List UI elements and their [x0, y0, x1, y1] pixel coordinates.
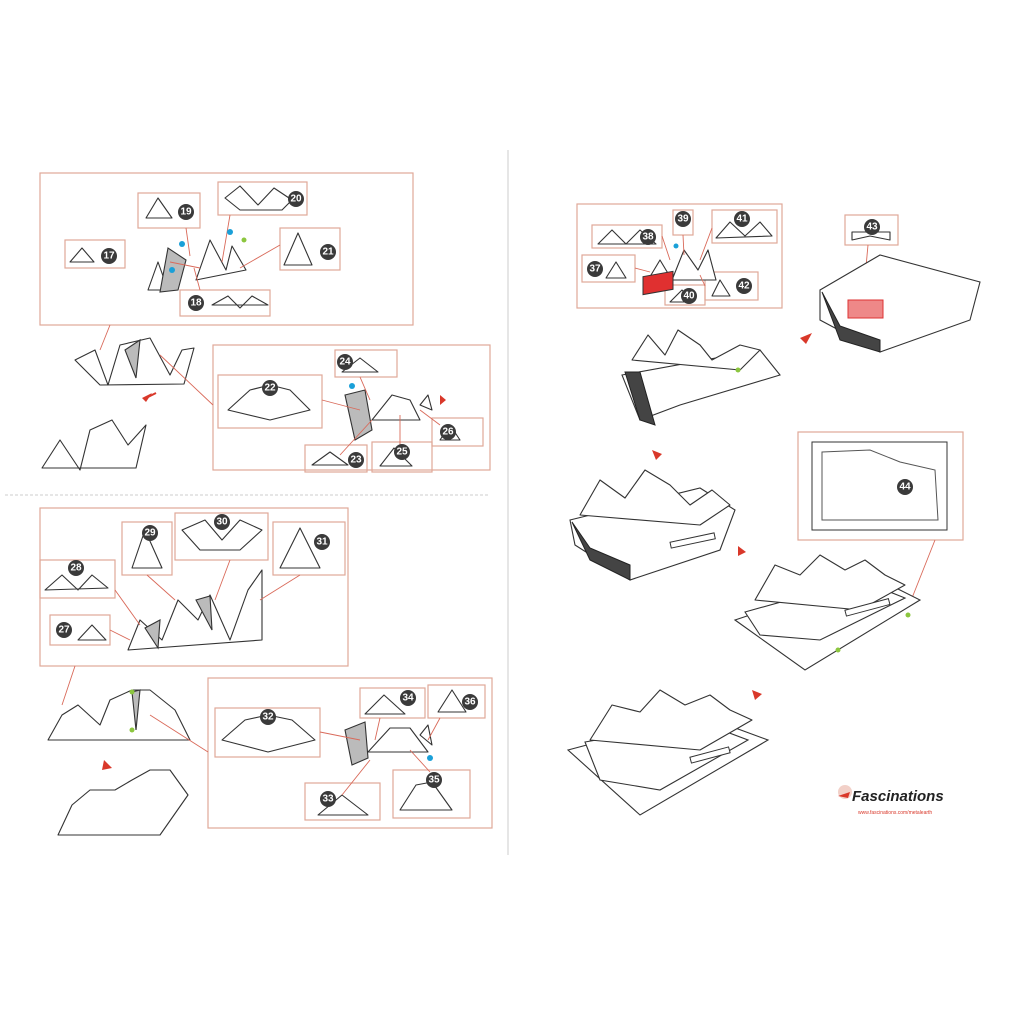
- svg-text:27: 27: [58, 625, 70, 636]
- step-number-41: 41: [734, 211, 750, 227]
- svg-text:30: 30: [216, 517, 228, 528]
- svg-text:24: 24: [339, 357, 351, 368]
- step-number-23: 23: [348, 452, 364, 468]
- svg-text:26: 26: [442, 427, 454, 438]
- step-number-26: 26: [440, 424, 456, 440]
- svg-text:29: 29: [144, 528, 156, 539]
- step-number-20: 20: [288, 191, 304, 207]
- svg-text:34: 34: [402, 693, 414, 704]
- svg-text:39: 39: [677, 214, 689, 225]
- step-number-35: 35: [426, 772, 442, 788]
- svg-text:19: 19: [180, 207, 192, 218]
- svg-text:17: 17: [103, 251, 115, 262]
- step-number-25: 25: [394, 444, 410, 460]
- step-number-34: 34: [400, 690, 416, 706]
- svg-text:44: 44: [899, 482, 911, 493]
- svg-text:20: 20: [290, 194, 302, 205]
- svg-text:41: 41: [736, 214, 748, 225]
- svg-text:36: 36: [464, 697, 476, 708]
- step-number-36: 36: [462, 694, 478, 710]
- step-number-32: 32: [260, 709, 276, 725]
- svg-text:40: 40: [683, 291, 695, 302]
- svg-text:25: 25: [396, 447, 408, 458]
- step-number-33: 33: [320, 791, 336, 807]
- step-number-24: 24: [337, 354, 353, 370]
- step-number-19: 19: [178, 204, 194, 220]
- svg-text:42: 42: [738, 281, 750, 292]
- svg-text:23: 23: [350, 455, 362, 466]
- step-box-32-36: [207, 677, 493, 829]
- svg-text:33: 33: [322, 794, 334, 805]
- step-number-29: 29: [142, 525, 158, 541]
- logo-mark-icon: [838, 785, 852, 799]
- step-number-44: 44: [897, 479, 913, 495]
- svg-text:32: 32: [262, 712, 274, 723]
- logo-name: Fascinations: [852, 788, 944, 805]
- svg-text:22: 22: [264, 383, 276, 394]
- step-number-40: 40: [681, 288, 697, 304]
- step-number-17: 17: [101, 248, 117, 264]
- svg-text:28: 28: [70, 563, 82, 574]
- step-number-30: 30: [214, 514, 230, 530]
- svg-text:38: 38: [642, 232, 654, 243]
- svg-text:21: 21: [322, 247, 334, 258]
- step-number-18: 18: [188, 295, 204, 311]
- step-number-27: 27: [56, 622, 72, 638]
- step-number-37: 37: [587, 261, 603, 277]
- svg-text:37: 37: [589, 264, 601, 275]
- step-number-21: 21: [320, 244, 336, 260]
- logo-url: www.fascinations.com/metalearth: [858, 810, 933, 816]
- step-box-37-42: [576, 203, 783, 309]
- step-number-42: 42: [736, 278, 752, 294]
- svg-text:43: 43: [866, 222, 878, 233]
- step-number-31: 31: [314, 534, 330, 550]
- step-number-39: 39: [675, 211, 691, 227]
- svg-text:18: 18: [190, 298, 202, 309]
- step-number-28: 28: [68, 560, 84, 576]
- step-number-43: 43: [864, 219, 880, 235]
- step-box-17-21: [39, 172, 414, 326]
- svg-text:35: 35: [428, 775, 440, 786]
- step-box-22-26: [212, 344, 491, 471]
- step-number-22: 22: [262, 380, 278, 396]
- step-number-38: 38: [640, 229, 656, 245]
- svg-text:31: 31: [316, 537, 328, 548]
